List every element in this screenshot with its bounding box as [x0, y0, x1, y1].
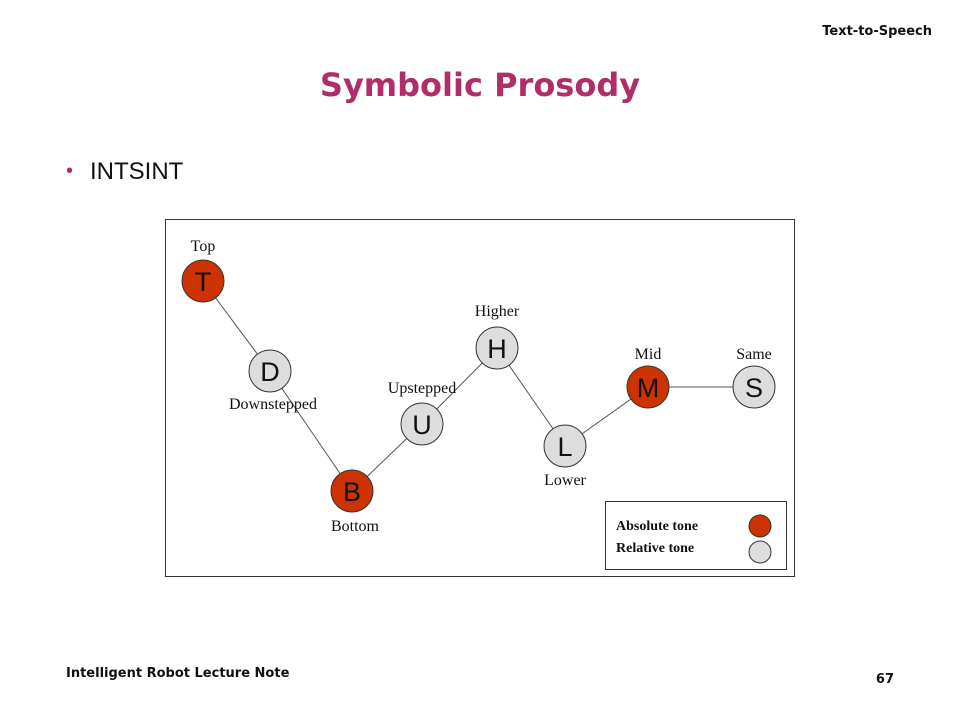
intsint-diagram: T D B U H L M S Top Downstepped Bottom U… [165, 219, 795, 577]
node-u-letter: U [412, 410, 432, 440]
node-u-circle [400, 402, 444, 446]
node-t: T [181, 259, 225, 303]
label-top: Top [191, 238, 216, 255]
node-s-letter: S [745, 373, 763, 403]
node-b-circle [330, 469, 374, 513]
node-t-circle [181, 259, 225, 303]
page-number: 67 [875, 672, 894, 687]
node-l-letter: L [557, 432, 572, 462]
node-s-circle [732, 365, 776, 409]
label-bottom: Bottom [331, 518, 380, 535]
node-b-letter: B [343, 477, 361, 507]
legend-absolute-swatch [748, 514, 772, 538]
node-h-circle [475, 326, 519, 370]
edge-d-b [269, 370, 353, 492]
label-higher: Higher [475, 303, 520, 320]
footer-course: Intelligent Robot Lecture Note [66, 666, 290, 681]
bullet-marker: • [66, 160, 74, 182]
legend-relative-label: Relative tone [616, 541, 694, 556]
node-t-letter: T [195, 267, 212, 297]
node-h-letter: H [487, 334, 507, 364]
node-h: H [475, 326, 519, 370]
node-m-circle [626, 365, 670, 409]
node-l-circle [543, 424, 587, 468]
node-l: L [543, 424, 587, 468]
legend-relative-swatch [748, 540, 772, 564]
slide-title: Symbolic Prosody [319, 66, 641, 104]
bullet-text: INTSINT [90, 158, 184, 185]
node-d: D [248, 349, 292, 393]
node-m-letter: M [637, 373, 660, 403]
label-same: Same [736, 346, 772, 363]
bullet-item: • INTSINT [66, 158, 183, 186]
node-m: M [626, 365, 670, 409]
section-header: Text-to-Speech [822, 24, 932, 39]
legend: Absolute tone Relative tone [605, 501, 787, 570]
node-u: U [400, 402, 444, 446]
node-d-letter: D [260, 357, 280, 387]
node-s: S [732, 365, 776, 409]
label-lower: Lower [544, 472, 586, 489]
label-downstepped: Downstepped [229, 396, 317, 413]
legend-absolute-label: Absolute tone [616, 519, 698, 534]
node-b: B [330, 469, 374, 513]
label-mid: Mid [635, 346, 662, 363]
node-d-circle [248, 349, 292, 393]
label-upstepped: Upstepped [388, 380, 456, 397]
